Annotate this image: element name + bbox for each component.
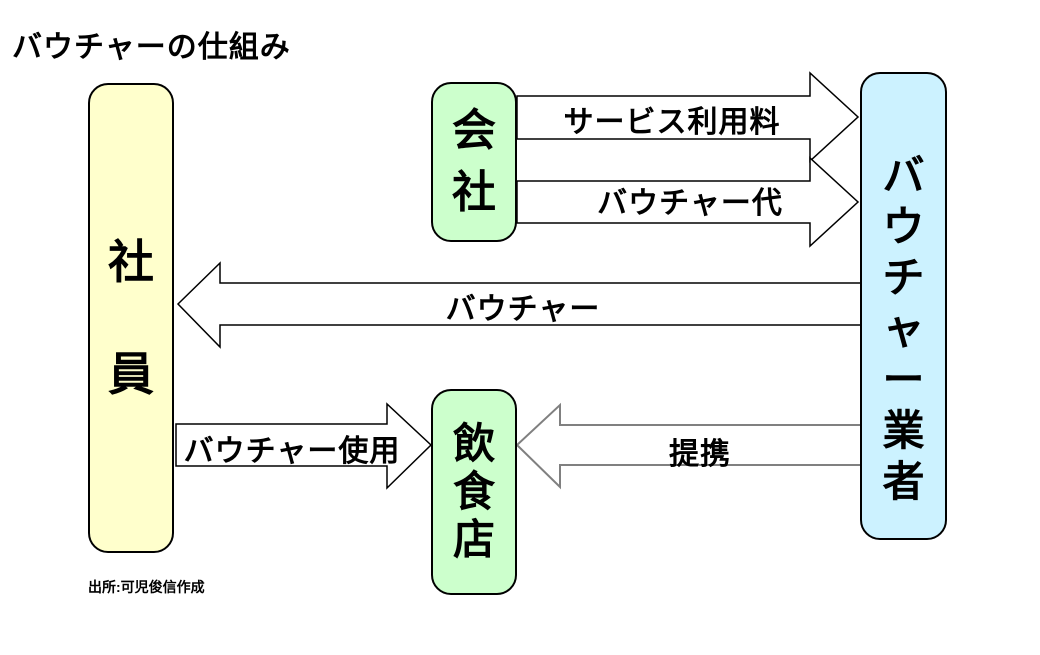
- node-employee: 社 員: [88, 83, 174, 553]
- arrow-label-voucher-use: バウチャー使用: [183, 435, 401, 468]
- node-restaurant: 飲 食 店: [431, 389, 517, 595]
- node-vendor: バ ウ チ ャ ー 業 者: [860, 72, 947, 540]
- node-employee-label: 社 員: [108, 236, 154, 400]
- node-company-label: 会 社: [452, 106, 496, 217]
- arrow-voucher-use: [175, 402, 433, 490]
- node-vendor-label: バ ウ チ ャ ー 業 者: [882, 151, 925, 505]
- source-note: 出所:可児俊信作成: [88, 579, 205, 595]
- arrow-voucher-cost: [516, 156, 860, 248]
- node-restaurant-label: 飲 食 店: [452, 420, 495, 563]
- node-company: 会 社: [431, 82, 517, 242]
- arrow-service-fee: [516, 71, 860, 163]
- arrow-label-voucher-cost: バウチャー代: [597, 187, 783, 220]
- arrow-label-partnership: 提携: [669, 438, 731, 471]
- arrow-label-voucher: バウチャー: [445, 293, 601, 326]
- arrow-partnership: [515, 402, 863, 490]
- arrow-label-service-fee: サービス利用料: [563, 106, 781, 139]
- page-title: バウチャーの仕組み: [12, 31, 291, 64]
- arrow-voucher: [176, 261, 863, 349]
